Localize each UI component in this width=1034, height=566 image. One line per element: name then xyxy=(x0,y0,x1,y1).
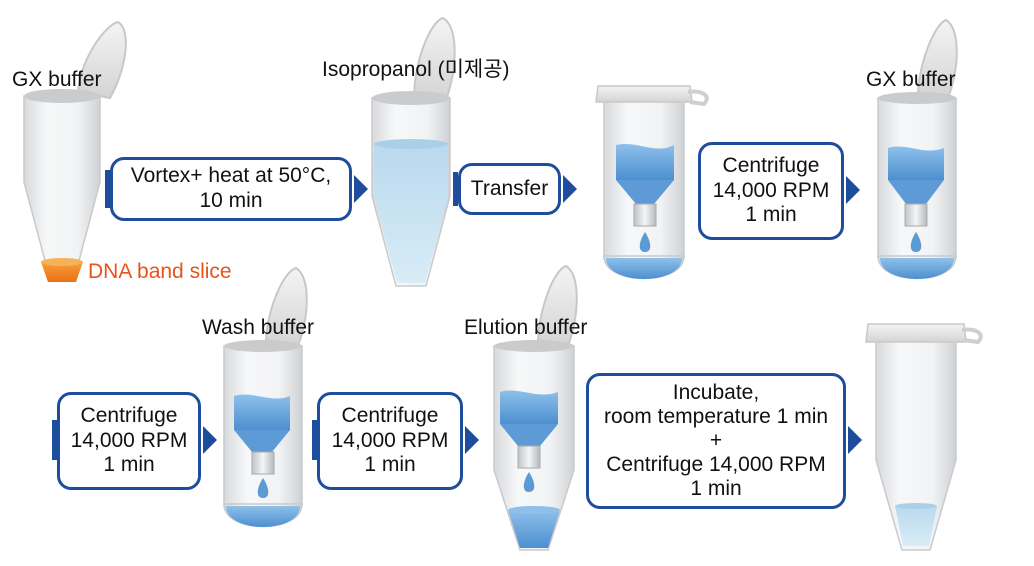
final-tube xyxy=(866,324,981,550)
wash-buffer-label: Wash buffer xyxy=(202,316,314,339)
gx-buffer-label-1: GX buffer xyxy=(12,68,102,91)
column-tube-3 xyxy=(224,268,307,527)
centrifuge-3-line-3: 1 min xyxy=(364,453,415,478)
incubate-line-4: Centrifuge 14,000 RPM xyxy=(606,453,825,477)
vortex-step-box: Vortex+ heat at 50°C, 10 min xyxy=(110,157,352,221)
transfer-step-label: Transfer xyxy=(471,177,548,202)
incubate-line-3: + xyxy=(710,429,722,453)
dna-band-slice-label: DNA band slice xyxy=(88,260,232,283)
centrifuge-3-line-1: Centrifuge xyxy=(342,404,439,429)
transfer-arrow-icon xyxy=(563,175,577,203)
centrifuge-2-arrow-icon xyxy=(203,426,217,454)
elution-tube xyxy=(494,266,577,550)
vortex-step-line-1: Vortex+ heat at 50°C, xyxy=(131,164,331,189)
centrifuge-1-line-3: 1 min xyxy=(745,203,796,228)
gx-buffer-tube xyxy=(24,22,126,282)
isopropanol-label: Isopropanol (미제공) xyxy=(322,58,510,81)
incubate-step-box: Incubate, room temperature 1 min + Centr… xyxy=(586,373,846,509)
centrifuge-2-line-3: 1 min xyxy=(103,453,154,478)
centrifuge-2-line-1: Centrifuge xyxy=(81,404,178,429)
gx-buffer-label-2: GX buffer xyxy=(866,68,956,91)
column-tube-2 xyxy=(878,20,957,279)
incubate-line-2: room temperature 1 min xyxy=(604,405,828,429)
vortex-arrow-icon xyxy=(354,175,368,203)
centrifuge-3-arrow-icon xyxy=(465,426,479,454)
centrifuge-1-line-2: 14,000 RPM xyxy=(713,179,830,204)
centrifuge-3-line-2: 14,000 RPM xyxy=(332,429,449,454)
incubate-arrow-icon xyxy=(848,426,862,454)
centrifuge-1-arrow-icon xyxy=(846,176,860,204)
centrifuge-1-line-1: Centrifuge xyxy=(723,154,820,179)
centrifuge-step-box-1: Centrifuge 14,000 RPM 1 min xyxy=(698,142,844,240)
vortex-step-line-2: 10 min xyxy=(199,189,262,214)
transfer-step-box: Transfer xyxy=(458,163,561,215)
centrifuge-step-box-3: Centrifuge 14,000 RPM 1 min xyxy=(317,392,463,490)
centrifuge-2-line-2: 14,000 RPM xyxy=(71,429,188,454)
incubate-line-1: Incubate, xyxy=(673,381,759,405)
column-tube-1 xyxy=(596,86,707,279)
incubate-line-5: 1 min xyxy=(690,477,741,501)
elution-buffer-label: Elution buffer xyxy=(464,316,587,339)
centrifuge-step-box-2: Centrifuge 14,000 RPM 1 min xyxy=(57,392,201,490)
